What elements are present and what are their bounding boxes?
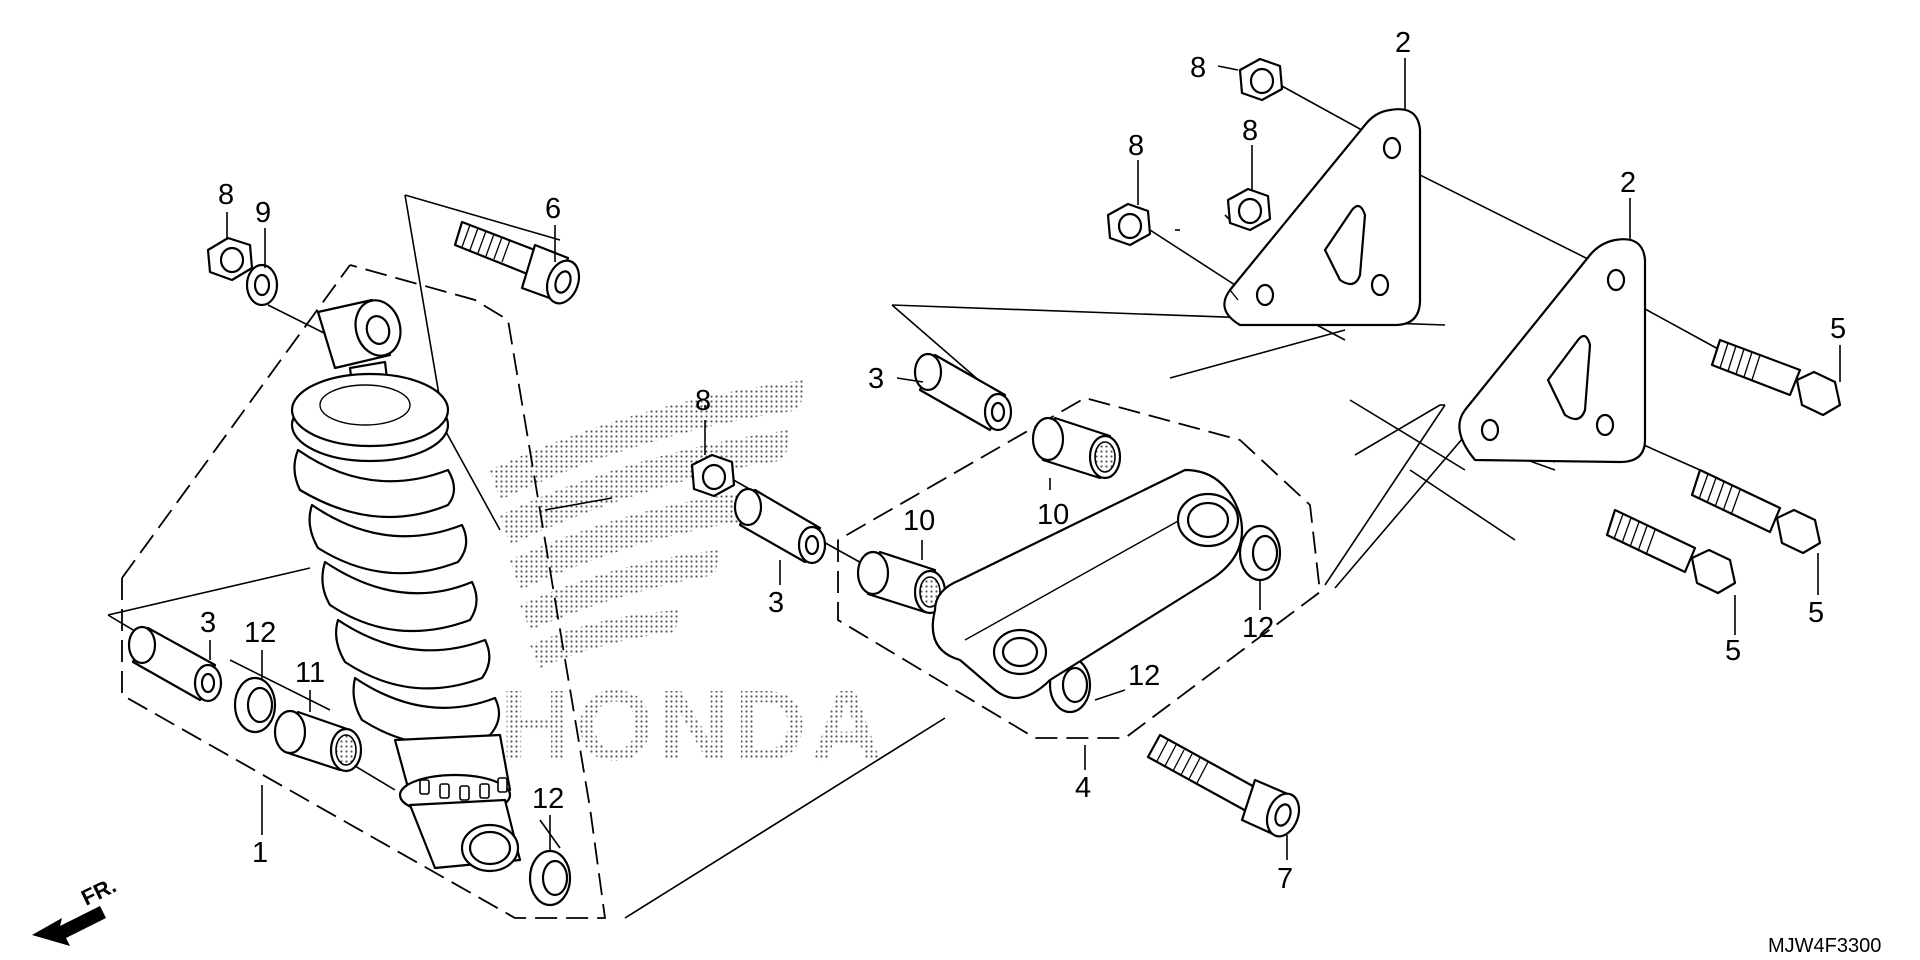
callout-4: 4 <box>1075 772 1091 804</box>
callout-10: 10 <box>903 505 935 537</box>
callout-10: 10 <box>1037 499 1069 531</box>
callout-3: 3 <box>200 607 216 639</box>
group-outlines <box>121 264 1321 919</box>
bracket-part-2-b <box>1458 238 1647 464</box>
callout-5: 5 <box>1808 597 1824 629</box>
collar-part-3-b <box>733 487 827 565</box>
bolt-part-5-a <box>1710 338 1842 417</box>
seal-part-12-b <box>528 849 572 907</box>
bracket-part-2-a <box>1223 108 1422 327</box>
callout-8: 8 <box>1242 115 1258 147</box>
callout-leaders <box>209 58 1841 860</box>
nut-part-8-d <box>1226 187 1272 232</box>
seal-part-12-c <box>1238 524 1282 582</box>
shock-absorber <box>290 298 522 873</box>
callout-6: 6 <box>545 193 561 225</box>
callout-9: 9 <box>255 197 271 229</box>
callout-2: 2 <box>1395 27 1411 59</box>
nut-part-8-c <box>1106 202 1152 247</box>
seal-part-12-a <box>233 676 277 734</box>
callout-3: 3 <box>768 587 784 619</box>
bolt-part-5-b <box>1690 468 1822 555</box>
front-arrow-icon <box>32 906 106 946</box>
callout-12: 12 <box>244 617 276 649</box>
callout-8: 8 <box>1190 52 1206 84</box>
callout-12: 12 <box>1242 612 1274 644</box>
callout-11: 11 <box>295 657 325 689</box>
callout-12: 12 <box>532 783 564 815</box>
collar-part-3-c <box>913 352 1013 432</box>
callout-8: 8 <box>695 385 711 417</box>
bolt-part-6 <box>453 220 581 305</box>
front-label: FR. <box>77 872 120 910</box>
bolt-part-7 <box>1146 733 1301 838</box>
callout-12: 12 <box>1128 660 1160 692</box>
honda-watermark: HONDA <box>490 380 887 782</box>
bearing-part-10-a <box>856 550 947 615</box>
callout-3: 3 <box>868 363 884 395</box>
bearing-part-11 <box>273 709 363 773</box>
bolt-part-5-c <box>1605 508 1737 595</box>
collar-part-3-a <box>127 625 223 703</box>
callout-5: 5 <box>1830 313 1846 345</box>
callout-2: 2 <box>1620 167 1636 199</box>
nut-part-8-e <box>1238 57 1284 102</box>
callout-7: 7 <box>1277 863 1293 895</box>
nut-part-8-a <box>206 236 254 282</box>
callout-1: 1 <box>252 837 268 869</box>
shock-link-part-4 <box>931 468 1244 700</box>
front-indicator: FR. <box>32 872 120 946</box>
callout-8: 8 <box>218 179 234 211</box>
washer-part-9 <box>245 263 279 307</box>
callout-8: 8 <box>1128 130 1144 162</box>
callout-labels: 8 9 6 3 12 11 1 12 8 3 10 10 12 12 4 7 3… <box>200 27 1846 895</box>
bearing-part-10-b <box>1031 416 1122 480</box>
honda-logo-text: HONDA <box>500 670 887 782</box>
callout-5: 5 <box>1725 635 1741 667</box>
nut-part-8-b <box>690 453 736 498</box>
diagram-code: MJW4F3300 <box>1768 935 1881 957</box>
